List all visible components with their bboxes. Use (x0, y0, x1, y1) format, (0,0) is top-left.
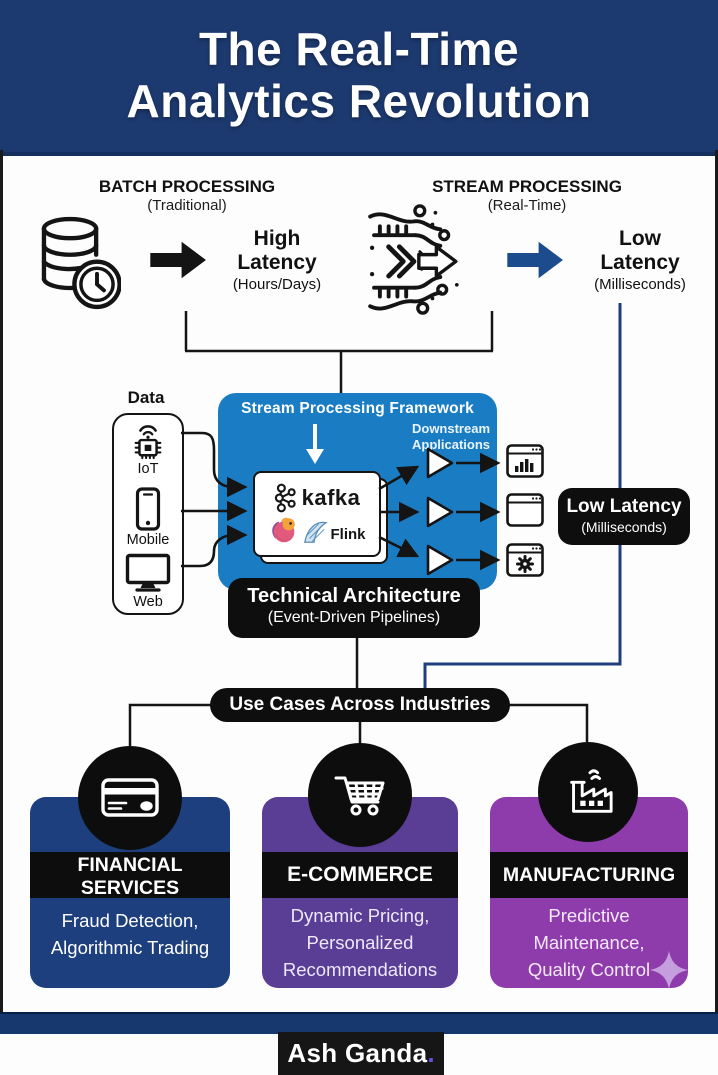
source-mobile: Mobile (114, 487, 182, 548)
kafka-flink-card: kafka (253, 471, 381, 557)
stream-latency-line2: Latency (600, 250, 680, 274)
framework-title: Stream Processing Framework (241, 400, 474, 417)
manufacturing-desc-line1: Predictive (548, 905, 630, 926)
financial-services-description: Fraud Detection, Algorithmic Trading (30, 907, 230, 961)
stream-arrow-right-icon (505, 240, 567, 280)
page-title-line1: The Real-Time (198, 23, 520, 76)
architecture-badge: Technical Architecture (Event-Driven Pip… (228, 578, 480, 638)
page-title-line2: Analytics Revolution (126, 75, 592, 127)
monitor-icon (125, 553, 171, 593)
kafka-logo (274, 483, 297, 513)
brand-name: Ash Ganda (287, 1038, 428, 1068)
financial-desc-line1: Fraud Detection, (61, 910, 199, 931)
shopping-cart-icon (332, 770, 388, 820)
manufacturing-circle (538, 742, 638, 842)
stream-latency-note: (Milliseconds) (594, 276, 686, 294)
header-banner: The Real-Time Analytics Revolution (0, 0, 718, 156)
stream-flow-icon (363, 203, 463, 315)
card-manufacturing: MANUFACTURING Predictive Maintenance, Qu… (490, 797, 690, 991)
use-cases-title: Use Cases Across Industries (229, 694, 491, 715)
source-web-label: Web (133, 594, 163, 610)
ecommerce-description: Dynamic Pricing, Personalized Recommenda… (262, 902, 458, 983)
architecture-badge-line2: (Event-Driven Pipelines) (267, 609, 441, 626)
source-web: Web (114, 553, 182, 610)
low-latency-badge: Low Latency (Milliseconds) (558, 488, 690, 545)
batch-latency-line2: Latency (237, 250, 317, 274)
manufacturing-desc-line2: Maintenance, (533, 932, 645, 953)
brand-dot: . (427, 1038, 435, 1068)
browser-window-icon (506, 493, 544, 527)
ecommerce-desc-line2: Personalized (306, 932, 414, 953)
card-ecommerce: E-COMMERCE Dynamic Pricing, Personalized… (262, 797, 458, 988)
stream-processing-title: STREAM PROCESSING (432, 177, 622, 196)
downstream-line2: Applications (411, 436, 490, 452)
smartphone-icon (135, 487, 161, 531)
ecommerce-circle (308, 743, 412, 847)
footer-bar (0, 1012, 718, 1034)
stream-processing-subtitle: (Real-Time) (487, 197, 567, 214)
architecture-badge-line1: Technical Architecture (247, 585, 461, 607)
downstream-applications-label: Downstream Applications (408, 421, 494, 453)
ecommerce-desc-line3: Recommendations (282, 959, 438, 980)
financial-desc-line2: Algorithmic Trading (50, 937, 210, 958)
left-frame-border (0, 150, 3, 1013)
flink-row: Flink (268, 514, 366, 546)
gear-window-icon (506, 543, 544, 577)
batch-latency-line1: High (253, 227, 301, 250)
batch-processing-title: BATCH PROCESSING (98, 177, 276, 196)
low-latency-badge-line1: Low Latency (566, 496, 682, 517)
downstream-line1: Downstream (411, 421, 491, 436)
source-iot-label: IoT (137, 461, 159, 477)
factory-icon (561, 766, 615, 818)
low-latency-badge-line2: (Milliseconds) (581, 519, 667, 535)
source-iot: IoT (114, 422, 182, 477)
data-sources-label: Data (127, 388, 165, 407)
batch-latency-label: High Latency (Hours/Days) (222, 227, 332, 293)
financial-title-line1: FINANCIAL (77, 854, 183, 876)
ecommerce-title: E-COMMERCE (262, 852, 458, 898)
stream-latency-label: Low Latency (Milliseconds) (585, 227, 695, 293)
credit-card-icon (100, 775, 160, 821)
database-clock-icon (33, 213, 121, 313)
source-mobile-label: Mobile (126, 532, 170, 548)
brand-box: Ash Ganda. (278, 1032, 444, 1075)
gear-icon (516, 555, 534, 573)
kafka-row: kafka (274, 483, 361, 513)
flink-sail-logo (302, 518, 329, 546)
chart-window-icon (506, 444, 544, 478)
sparkle-icon (648, 949, 690, 991)
financial-title-line2: SERVICES (80, 876, 180, 899)
data-sources-panel: IoT Mobile Web (112, 413, 184, 615)
kafka-wordmark: kafka (301, 484, 361, 510)
batch-arrow-right-icon (148, 240, 210, 280)
flink-wordmark: Flink (330, 525, 366, 543)
batch-processing-subtitle: (Traditional) (147, 197, 227, 214)
financial-services-title: FINANCIAL SERVICES (30, 852, 230, 899)
use-cases-badge: Use Cases Across Industries (210, 688, 510, 722)
flink-squirrel-logo (268, 514, 300, 546)
manufacturing-title: MANUFACTURING (490, 852, 688, 898)
iot-chip-icon (129, 422, 167, 460)
framework-panel: Stream Processing Framework Downstream A… (218, 393, 497, 590)
manufacturing-description: Predictive Maintenance, Quality Control (490, 902, 688, 983)
financial-circle (78, 746, 182, 850)
connector-bracket-top (184, 311, 494, 394)
right-frame-border (715, 150, 718, 1013)
batch-latency-note: (Hours/Days) (232, 276, 322, 294)
manufacturing-desc-line3: Quality Control (527, 959, 651, 980)
stream-latency-line1: Low (619, 227, 661, 250)
ecommerce-desc-line1: Dynamic Pricing, (290, 905, 430, 926)
